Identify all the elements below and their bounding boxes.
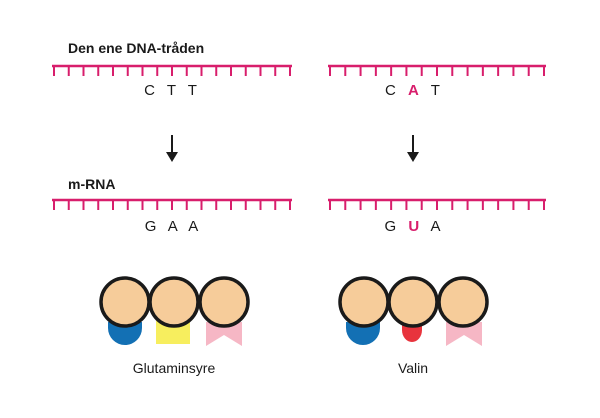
side-group-pink-notch	[206, 322, 242, 346]
amino-acid-chain-right	[338, 276, 489, 346]
amino-bead-3	[198, 276, 250, 328]
dna-right-base-2-mutated: A	[408, 82, 420, 99]
amino-bead-1	[99, 276, 151, 328]
amino-bead-3	[437, 276, 489, 328]
arrow-down-right	[407, 135, 419, 162]
dna-strand-label: Den ene DNA-tråden	[68, 40, 204, 56]
dna-strand-right	[328, 64, 546, 76]
mrna-left-base-2: A	[168, 218, 178, 235]
dna-strand-left	[52, 64, 292, 76]
dna-codon-left: C T T	[144, 82, 198, 99]
amino-acid-name-left: Glutaminsyre	[133, 360, 216, 376]
dna-left-base-2: T	[167, 82, 177, 99]
side-group-blue-circle	[108, 322, 142, 345]
mrna-right-base-1: G	[384, 218, 397, 235]
arrow-down-left	[166, 135, 178, 162]
mrna-left-base-1: G	[145, 218, 158, 235]
mrna-codon-right: G U A	[384, 218, 441, 235]
mrna-right-base-2-mutated: U	[408, 218, 420, 235]
mrna-strand-right	[328, 198, 546, 210]
mrna-left-base-3: A	[188, 218, 199, 235]
amino-bead-2	[387, 276, 439, 328]
dna-right-base-1: C	[385, 82, 397, 99]
dna-left-base-3: T	[188, 82, 198, 99]
amino-bead-2	[148, 276, 200, 328]
mrna-codon-left: G A A	[145, 218, 200, 235]
mrna-right-base-3: A	[431, 218, 442, 235]
amino-acid-chain-left	[99, 276, 250, 346]
mrna-strand-left	[52, 198, 292, 210]
dna-right-base-3: T	[431, 82, 441, 99]
dna-left-base-1: C	[144, 82, 156, 99]
side-group-blue-circle	[346, 322, 380, 345]
side-group-pink-notch	[446, 322, 482, 346]
dna-codon-right: C A T	[385, 82, 441, 99]
amino-bead-1	[338, 276, 390, 328]
mrna-label: m-RNA	[68, 176, 115, 192]
amino-acid-name-right: Valin	[398, 360, 428, 376]
